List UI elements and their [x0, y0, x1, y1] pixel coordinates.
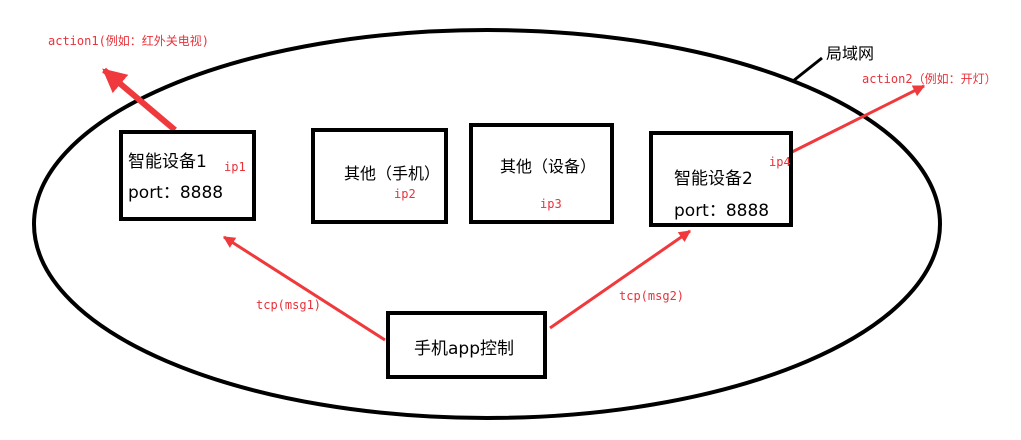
arrow-msg2: [549, 229, 691, 330]
smart-device-1-ip: ip1: [224, 160, 246, 174]
arrow-msg1: [222, 235, 386, 342]
smart-device-1-box: [119, 130, 256, 221]
smart-device-2-box: [649, 131, 793, 227]
lan-label: 局域网: [826, 44, 875, 63]
msg1-label: tcp(msg1): [256, 298, 322, 312]
phone-app-control-box: [386, 311, 547, 379]
smart-device-2-port: port：8888: [674, 201, 770, 221]
other-device-name: 其他（设备）: [500, 157, 597, 176]
other-phone-ip: ip2: [394, 187, 416, 201]
lan-ellipse: [32, 28, 942, 420]
action1-label: action1(例如：红外关电视): [48, 34, 210, 48]
arrow-action2: [789, 84, 926, 155]
arrow-action1: [102, 67, 177, 133]
msg2-label: tcp(msg2): [619, 289, 685, 303]
lan-label-pointer: [792, 56, 823, 83]
other-phone-name: 其他（手机）: [344, 164, 441, 183]
other-device-box: [469, 123, 614, 224]
smart-device-1-port: port：8888: [128, 183, 224, 203]
action2-label: action2（例如：开灯）: [862, 72, 997, 86]
other-phone-box: [311, 128, 448, 224]
phone-app-control-label: 手机app控制: [414, 339, 514, 359]
smart-device-1-name: 智能设备1: [128, 152, 207, 172]
smart-device-2-ip: ip4: [769, 155, 791, 169]
smart-device-2-name: 智能设备2: [674, 169, 753, 189]
other-device-ip: ip3: [540, 197, 562, 211]
